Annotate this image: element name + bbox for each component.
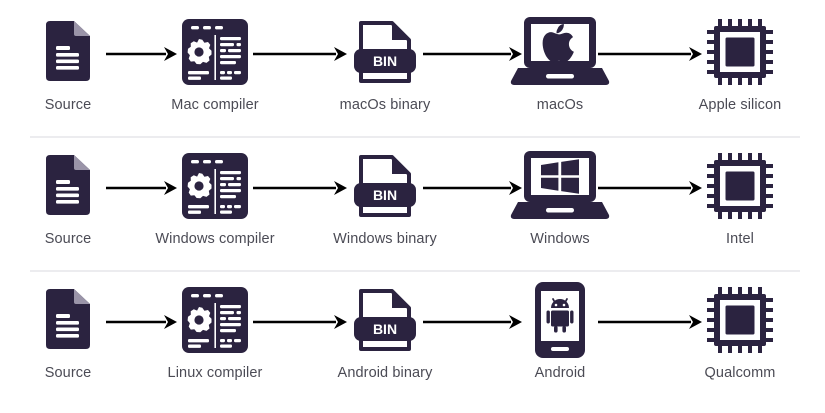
pipeline-node: Qualcomm bbox=[670, 282, 810, 381]
pipeline-row-windows-pipeline: Source Windows compiler BIN Windows binary W… bbox=[0, 148, 825, 276]
svg-text:BIN: BIN bbox=[373, 321, 397, 337]
node-label: Android binary bbox=[337, 365, 433, 381]
source-document-icon bbox=[40, 148, 96, 224]
source-document-icon bbox=[40, 282, 96, 358]
pipeline-node: Source bbox=[0, 148, 138, 247]
row-divider bbox=[30, 270, 800, 272]
compiler-window-icon bbox=[182, 282, 248, 358]
pipeline-node: BIN Android binary bbox=[315, 282, 455, 381]
source-document-icon bbox=[40, 14, 96, 90]
flow-arrow bbox=[423, 44, 522, 64]
svg-text:BIN: BIN bbox=[373, 187, 397, 203]
flow-arrow bbox=[253, 178, 347, 198]
pipeline-node: Source bbox=[0, 14, 138, 113]
pipeline-node: Windows bbox=[490, 148, 630, 247]
bin-file-icon: BIN bbox=[354, 148, 416, 224]
node-label: Windows compiler bbox=[155, 231, 275, 247]
node-label: macOs bbox=[536, 97, 584, 113]
node-label: macOs binary bbox=[339, 97, 431, 113]
node-label: Source bbox=[44, 97, 92, 113]
flow-arrow bbox=[598, 312, 702, 332]
node-label: Linux compiler bbox=[167, 365, 263, 381]
pipeline-node: Intel bbox=[670, 148, 810, 247]
flow-arrow bbox=[423, 312, 522, 332]
node-label: Source bbox=[44, 365, 92, 381]
pipeline-node: Linux compiler bbox=[145, 282, 285, 381]
node-label: Mac compiler bbox=[171, 97, 259, 113]
node-label: Windows bbox=[530, 231, 590, 247]
flow-arrow bbox=[598, 178, 702, 198]
flow-arrow bbox=[106, 312, 177, 332]
pipeline-node: BIN macOs binary bbox=[315, 14, 455, 113]
node-label: Intel bbox=[726, 231, 754, 247]
pipeline-row-macos-pipeline: Source Mac compiler BIN macOs binary macOs Ap… bbox=[0, 14, 825, 142]
compiler-window-icon bbox=[182, 14, 248, 90]
pipeline-node: Source bbox=[0, 282, 138, 381]
svg-text:BIN: BIN bbox=[373, 53, 397, 69]
node-label: Apple silicon bbox=[698, 97, 782, 113]
pipeline-node: Android bbox=[490, 282, 630, 381]
flow-arrow bbox=[106, 44, 177, 64]
flow-arrow bbox=[253, 312, 347, 332]
flow-arrow bbox=[106, 178, 177, 198]
bin-file-icon: BIN bbox=[354, 282, 416, 358]
laptop-windows-icon bbox=[510, 148, 610, 224]
cpu-chip-icon bbox=[707, 14, 773, 90]
cpu-chip-icon bbox=[707, 282, 773, 358]
row-divider bbox=[30, 136, 800, 138]
flow-arrow bbox=[598, 44, 702, 64]
node-label: Windows binary bbox=[333, 231, 437, 247]
bin-file-icon: BIN bbox=[354, 14, 416, 90]
cpu-chip-icon bbox=[707, 148, 773, 224]
node-label: Android bbox=[534, 365, 586, 381]
pipeline-node: macOs bbox=[490, 14, 630, 113]
pipeline-node: Windows compiler bbox=[145, 148, 285, 247]
pipeline-row-android-pipeline: Source Linux compiler BIN Android binary And… bbox=[0, 282, 825, 410]
pipeline-node: BIN Windows binary bbox=[315, 148, 455, 247]
node-label: Qualcomm bbox=[704, 365, 776, 381]
flow-arrow bbox=[423, 178, 522, 198]
compiler-window-icon bbox=[182, 148, 248, 224]
node-label: Source bbox=[44, 231, 92, 247]
pipeline-node: Apple silicon bbox=[670, 14, 810, 113]
pipeline-node: Mac compiler bbox=[145, 14, 285, 113]
flow-arrow bbox=[253, 44, 347, 64]
phone-android-icon bbox=[535, 282, 585, 358]
laptop-apple-icon bbox=[510, 14, 610, 90]
